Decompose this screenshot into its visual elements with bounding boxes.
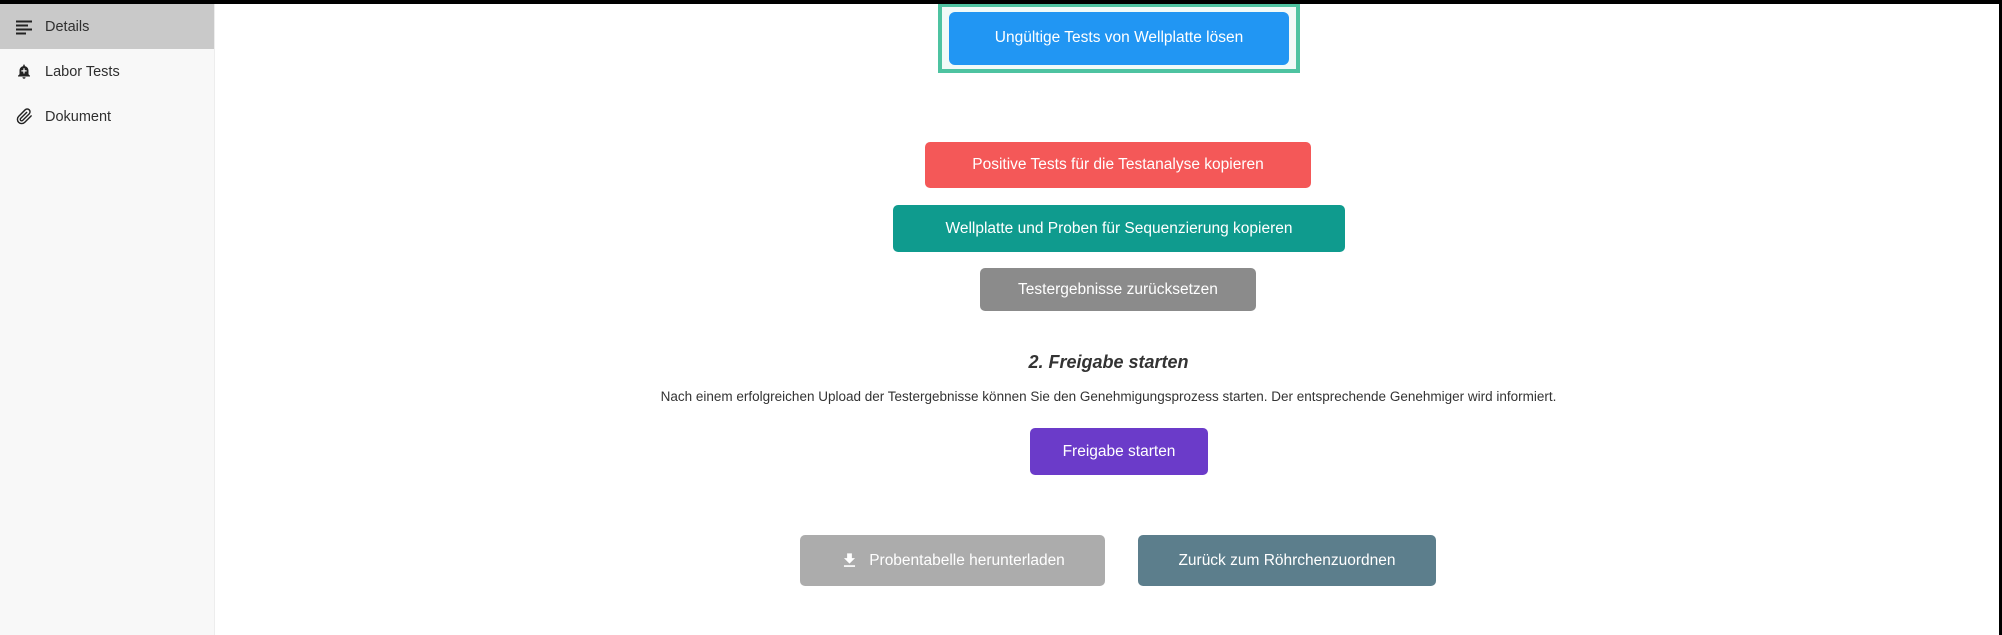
download-sample-table-button[interactable]: Probentabelle herunterladen [800, 535, 1105, 586]
reset-test-results-button[interactable]: Testergebnisse zurücksetzen [980, 268, 1256, 311]
list-icon [15, 18, 33, 36]
sidebar-item-label: Labor Tests [45, 63, 120, 80]
sidebar-item-labor-tests[interactable]: Labor Tests [0, 49, 214, 94]
start-release-button[interactable]: Freigabe starten [1030, 428, 1208, 475]
paperclip-icon [15, 108, 33, 126]
release-section-heading: 2. Freigabe starten [1028, 352, 1189, 372]
copy-positive-tests-button[interactable]: Positive Tests für die Testanalyse kopie… [925, 142, 1311, 188]
back-to-tube-assignment-button[interactable]: Zurück zum Röhrchenzuordnen [1138, 535, 1436, 586]
sidebar: Details Labor Tests Dokument [0, 4, 215, 635]
copy-wellplate-samples-button[interactable]: Wellplatte und Proben für Sequenzierung … [893, 205, 1345, 252]
download-icon [840, 551, 859, 570]
sidebar-item-dokument[interactable]: Dokument [0, 94, 214, 139]
release-section-description: Nach einem erfolgreichen Upload der Test… [660, 389, 1557, 404]
sidebar-item-label: Dokument [45, 108, 112, 125]
screen-edge-top [0, 0, 2002, 4]
bell-plus-icon [15, 63, 33, 81]
sidebar-item-label: Details [45, 18, 90, 35]
screen-edge-right [1999, 0, 2002, 635]
sidebar-item-details[interactable]: Details [0, 4, 214, 49]
download-sample-table-label: Probentabelle herunterladen [869, 551, 1065, 569]
agent-highlight-outline: Ungültige Tests von Wellplatte lösen [938, 3, 1300, 73]
release-invalid-tests-button[interactable]: Ungültige Tests von Wellplatte lösen [949, 11, 1289, 65]
